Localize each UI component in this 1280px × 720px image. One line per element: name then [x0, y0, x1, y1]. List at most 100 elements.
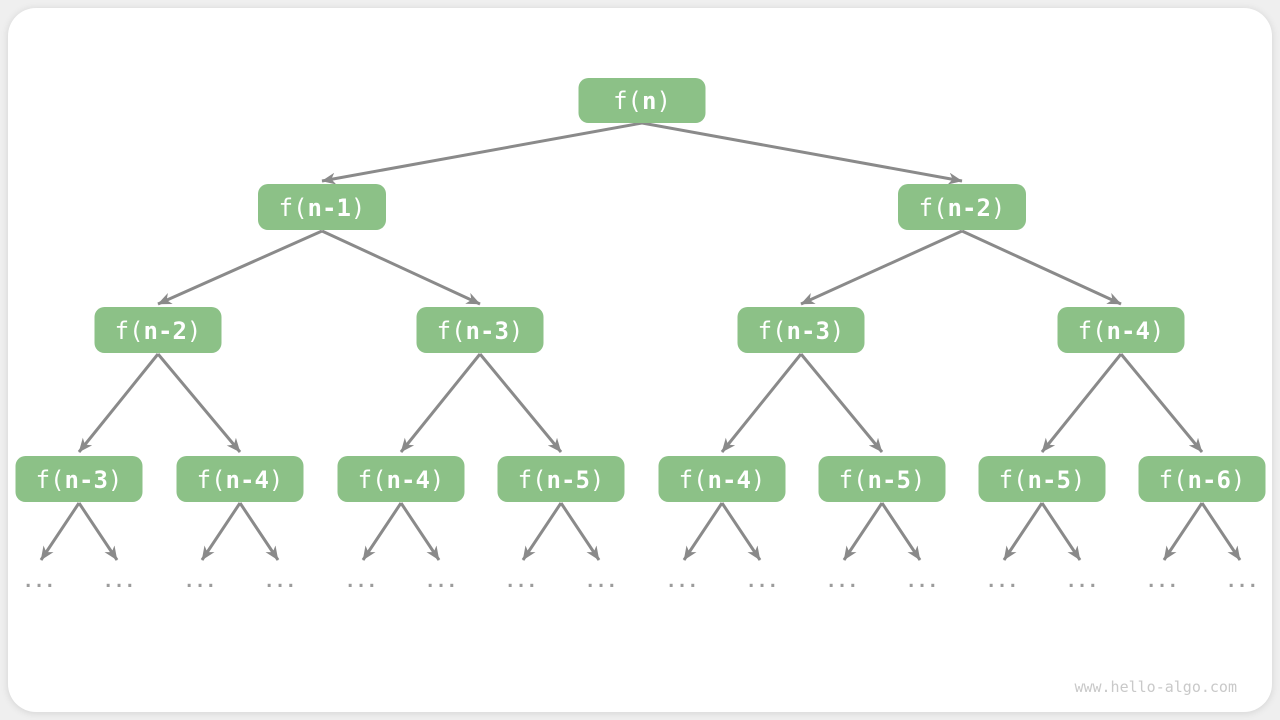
tree-edge	[399, 502, 441, 561]
label-post: )	[430, 466, 444, 494]
label-post: )	[991, 194, 1005, 222]
tree-edge	[321, 229, 481, 306]
label-pre: f(	[1078, 317, 1107, 345]
label-var: n-5	[547, 466, 590, 494]
node-box	[737, 307, 865, 353]
node-label: f(n-4)	[679, 466, 766, 494]
diagram-card	[8, 8, 1272, 712]
watermark-text: www.hello-algo.com	[1074, 678, 1237, 696]
label-pre: f(	[115, 317, 144, 345]
label-pre: f(	[279, 194, 308, 222]
node-label: f(n-3)	[36, 466, 123, 494]
label-var: n-3	[787, 317, 830, 345]
node-label: f(n-2)	[115, 317, 202, 345]
label-pre: f(	[839, 466, 868, 494]
label-pre: f(	[197, 466, 226, 494]
node-box	[658, 456, 786, 502]
label-post: )	[751, 466, 765, 494]
tree-edges	[39, 121, 1242, 561]
node-label: f(n-5)	[518, 466, 605, 494]
node-f-n-1: f(n-1)	[258, 184, 386, 230]
node-box	[818, 456, 946, 502]
node-label: f(n-3)	[758, 317, 845, 345]
label-pre: f(	[1159, 466, 1188, 494]
tree-edge	[361, 502, 403, 561]
ellipsis-leaf: ...	[986, 571, 1019, 592]
label-post: )	[1150, 317, 1164, 345]
tree-edge	[1002, 502, 1044, 561]
label-pre: f(	[358, 466, 387, 494]
node-f-n-2: f(n-2)	[898, 184, 1026, 230]
label-post: )	[187, 317, 201, 345]
ellipsis-leaf: ...	[184, 571, 217, 592]
tree-edge	[77, 502, 119, 561]
node-box	[258, 184, 386, 230]
label-post: )	[830, 317, 844, 345]
label-post: )	[656, 87, 670, 115]
ellipsis-leaf: ...	[906, 571, 939, 592]
tree-edge	[799, 353, 884, 453]
label-var: n-2	[144, 317, 187, 345]
label-pre: f(	[679, 466, 708, 494]
node-l4-7: f(n-5)	[978, 456, 1106, 502]
tree-edge	[1162, 502, 1204, 561]
tree-edge	[399, 353, 482, 453]
node-label: f(n-6)	[1159, 466, 1246, 494]
ellipsis-leaf: ...	[826, 571, 859, 592]
node-box	[94, 307, 222, 353]
node-label: f(n-4)	[1078, 317, 1165, 345]
node-box	[416, 307, 544, 353]
tree-edge	[157, 229, 323, 306]
tree-edge	[720, 502, 762, 561]
node-l4-5: f(n-4)	[658, 456, 786, 502]
node-l3-4: f(n-4)	[1057, 307, 1185, 353]
label-var: n-3	[65, 466, 108, 494]
node-l4-2: f(n-4)	[176, 456, 304, 502]
node-l3-2: f(n-3)	[416, 307, 544, 353]
tree-edge	[559, 502, 601, 561]
label-post: )	[911, 466, 925, 494]
tree-edge	[800, 229, 963, 306]
node-label: f(n-2)	[919, 194, 1006, 222]
node-label: f(n-1)	[279, 194, 366, 222]
tree-edge	[682, 502, 724, 561]
tree-edge	[641, 121, 963, 185]
node-box	[497, 456, 625, 502]
node-box	[176, 456, 304, 502]
tree-edge	[1119, 353, 1204, 453]
leaf-ellipses: ... ... ... ... ... ... ... ... ... ... …	[23, 571, 1259, 592]
tree-edge	[1040, 353, 1123, 453]
ellipsis-leaf: ...	[1146, 571, 1179, 592]
ellipsis-leaf: ...	[425, 571, 458, 592]
label-post: )	[1071, 466, 1085, 494]
label-pre: f(	[758, 317, 787, 345]
node-box	[15, 456, 143, 502]
label-pre: f(	[999, 466, 1028, 494]
node-l4-1: f(n-3)	[15, 456, 143, 502]
node-box	[337, 456, 465, 502]
tree-edge	[39, 502, 81, 561]
node-l4-4: f(n-5)	[497, 456, 625, 502]
label-var: n-6	[1188, 466, 1231, 494]
ellipsis-leaf: ...	[505, 571, 538, 592]
node-label: f(n)	[613, 87, 671, 115]
label-pre: f(	[518, 466, 547, 494]
ellipsis-leaf: ...	[585, 571, 618, 592]
node-l3-3: f(n-3)	[737, 307, 865, 353]
label-var: n-5	[868, 466, 911, 494]
node-l4-3: f(n-4)	[337, 456, 465, 502]
node-label: f(n-5)	[999, 466, 1086, 494]
node-label: f(n-5)	[839, 466, 926, 494]
node-box	[578, 78, 706, 123]
tree-edge	[321, 121, 643, 185]
label-post: )	[351, 194, 365, 222]
ellipsis-leaf: ...	[23, 571, 56, 592]
label-var: n-5	[1028, 466, 1071, 494]
node-label: f(n-4)	[197, 466, 284, 494]
label-var: n-4	[708, 466, 751, 494]
node-l3-1: f(n-2)	[94, 307, 222, 353]
label-pre: f(	[919, 194, 948, 222]
label-pre: f(	[437, 317, 466, 345]
